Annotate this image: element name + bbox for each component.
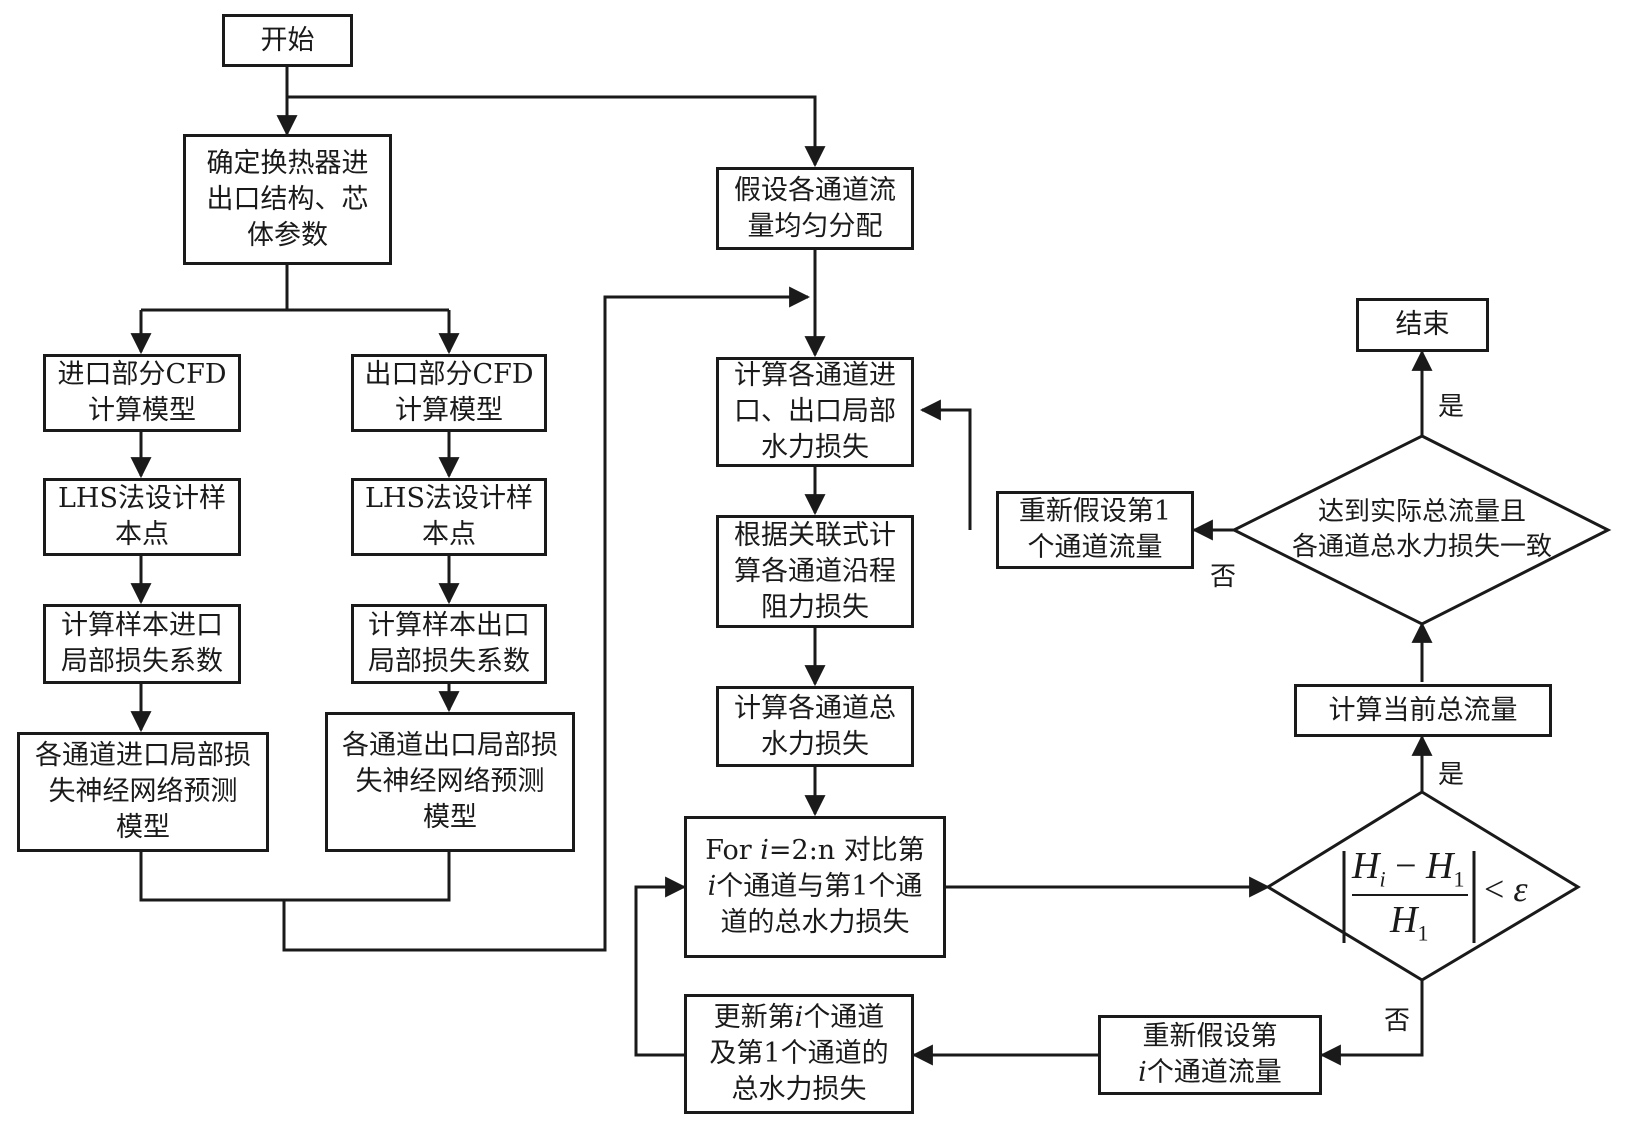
calc-total-loss-label: 计算各通道总 水力损失 [734, 692, 896, 760]
calc-outlet-coef-label: 计算样本出口 局部损失系数 [368, 610, 530, 677]
calc-outlet-coef-node: 计算样本出口 局部损失系数 [351, 604, 547, 684]
determine-params-node: 确定换热器进 出口结构、芯 体参数 [183, 134, 392, 265]
nn-inlet-node: 各通道进口局部损 失神经网络预测 模型 [17, 732, 269, 852]
reassume-i-line2-text: 个通道流量 [1146, 1057, 1282, 1088]
formula-numerator: Hi − H1 [1352, 844, 1464, 893]
end-node: 结束 [1356, 298, 1489, 352]
calc-total-loss-node: 计算各通道总 水力损失 [716, 686, 914, 767]
lhs-inlet-node: LHS法设计样 本点 [43, 478, 241, 556]
assume-uniform-label: 假设各通道流 量均匀分配 [734, 174, 896, 242]
lhs-outlet-label: LHS法设计样 本点 [365, 483, 533, 550]
lhs-outlet-node: LHS法设计样 本点 [351, 478, 547, 556]
arrow-start-to-assume [287, 95, 826, 168]
formula-minus: − [1395, 845, 1417, 887]
reassume-i-var: i [1138, 1057, 1147, 1088]
formula-denominator: H1 [1390, 898, 1428, 947]
update-node: 更新第i个通道及第1个通道的总水力损失 [684, 994, 914, 1114]
formula-less-than: < [1484, 869, 1505, 909]
formula-sub-1: 1 [1453, 866, 1465, 892]
update-line3-text: 总水力损失 [731, 1074, 867, 1105]
calc-inlet-coef-node: 计算样本进口 局部损失系数 [43, 604, 241, 684]
arrow-reassume-first-to-local [919, 399, 972, 530]
yes-label-lower: 是 [1438, 760, 1465, 790]
reassume-i-line1-text: 重新假设第 [1142, 1021, 1278, 1052]
determine-params-label: 确定换热器进 出口结构、芯 体参数 [206, 147, 369, 251]
reassume-first-node: 重新假设第1 个通道流量 [996, 491, 1194, 569]
calc-friction-loss-label: 根据关联式计 算各通道沿程 阻力损失 [734, 519, 896, 623]
calc-inlet-coef-label: 计算样本进口 局部损失系数 [61, 610, 223, 677]
nn-outlet-node: 各通道出口局部损 失神经网络预测 模型 [325, 712, 575, 852]
compare-for-text: For [705, 835, 761, 866]
update-pre-text: 更新第 [713, 1002, 795, 1033]
update-post-text: 个通道 [803, 1002, 885, 1033]
diamond-flow-check [1230, 434, 1612, 626]
start-node: 开始 [222, 14, 353, 67]
calc-local-loss-label: 计算各通道进 口、出口局部 水力损失 [734, 360, 896, 463]
start-label: 开始 [260, 24, 315, 56]
arrow-update-to-compare [634, 876, 687, 1057]
outlet-cfd-node: 出口部分CFD 计算模型 [351, 354, 547, 432]
formula-H-i: H [1352, 845, 1380, 887]
yes-label-upper: 是 [1438, 392, 1465, 422]
arrow-diamond-no [1319, 980, 1424, 1066]
no-label-left: 否 [1384, 1006, 1411, 1036]
assume-uniform-node: 假设各通道流 量均匀分配 [716, 167, 914, 250]
formula-comparison: < ε [1484, 868, 1528, 910]
update-i-var: i [794, 1002, 804, 1033]
formula-H-denom: H [1390, 899, 1418, 941]
check-flow-label: 达到实际总流量且 各通道总水力损失一致 [1291, 497, 1552, 562]
end-label: 结束 [1395, 309, 1450, 340]
calc-local-loss-node: 计算各通道进 口、出口局部 水力损失 [716, 357, 914, 467]
reassume-i-node: 重新假设第 i个通道流量 [1098, 1015, 1322, 1095]
compare-i-var: i [760, 835, 769, 866]
no-label-right: 否 [1210, 562, 1237, 592]
compare-line2-i-var: i [707, 871, 717, 902]
reassume-i-text: 重新假设第 i个通道流量 [1138, 1019, 1282, 1091]
calc-total-flow-node: 计算当前总流量 [1294, 684, 1552, 737]
reassume-first-label: 重新假设第1 个通道流量 [1018, 496, 1172, 563]
arrow-merge-to-calc-local [282, 286, 811, 952]
nn-outlet-label: 各通道出口局部损 失神经网络预测 模型 [342, 730, 558, 833]
inlet-cfd-label: 进口部分CFD 计算模型 [57, 359, 227, 426]
formula-H-1: H [1426, 845, 1454, 887]
update-line2-text: 及第1个通道的 [709, 1038, 889, 1069]
compare-range-text: =2:n 对比第 [768, 835, 925, 866]
calc-friction-loss-node: 根据关联式计 算各通道沿程 阻力损失 [716, 515, 914, 628]
check-flow-text: 达到实际总流量且 各通道总水力损失一致 [1264, 490, 1580, 570]
formula-sub-i: i [1379, 866, 1386, 892]
update-text: 更新第i个通道及第1个通道的总水力损失 [709, 1000, 888, 1108]
lhs-inlet-label: LHS法设计样 本点 [58, 483, 226, 550]
formula-sub-denom: 1 [1417, 920, 1429, 946]
outlet-cfd-label: 出口部分CFD 计算模型 [364, 359, 534, 426]
calc-total-flow-label: 计算当前总流量 [1328, 694, 1518, 726]
nn-inlet-label: 各通道进口局部损 失神经网络预测 模型 [35, 740, 251, 843]
compare-line3-text: 道的总水力损失 [720, 907, 910, 938]
formula-epsilon: ε [1513, 869, 1528, 909]
line-merge-nn [139, 852, 451, 902]
compare-line2-text: 个通道与第1个通 [716, 871, 923, 902]
inlet-cfd-node: 进口部分CFD 计算模型 [43, 354, 241, 432]
